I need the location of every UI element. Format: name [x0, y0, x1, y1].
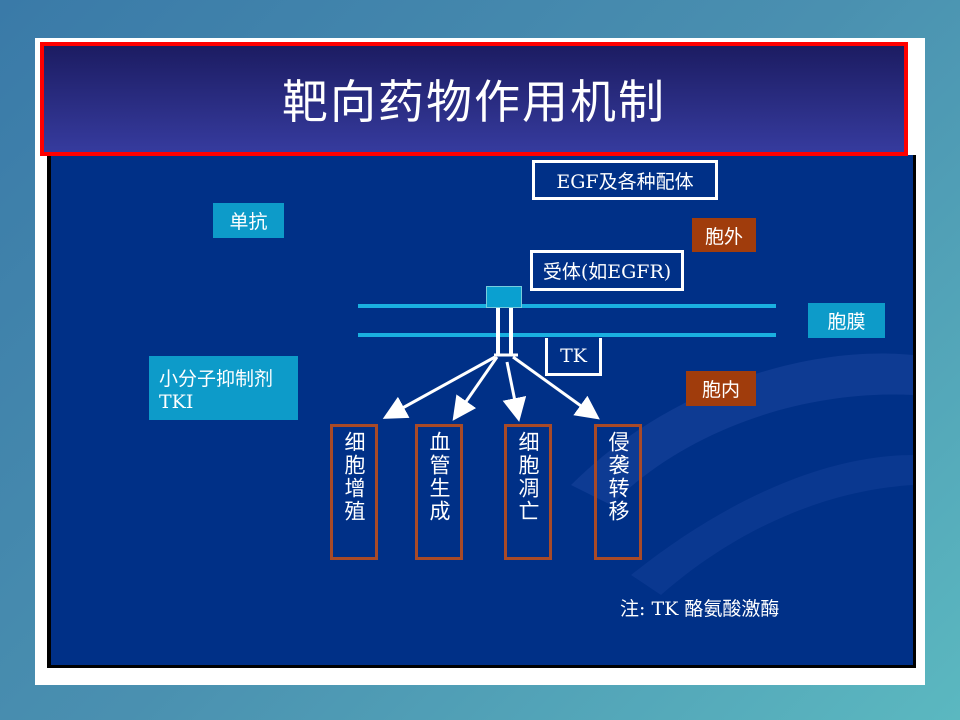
- background-swirl: [571, 353, 913, 595]
- slide-title: 靶向药物作用机制: [40, 42, 908, 156]
- footnote: 注: TK 酪氨酸激酶: [620, 597, 780, 620]
- small-molecule-line1: 小分子抑制剂: [159, 367, 274, 390]
- outcome-invasion: 侵袭转移: [594, 424, 642, 560]
- receptor-stem-left: [496, 308, 500, 356]
- extracellular-label: 胞外: [692, 218, 756, 252]
- receptor-label: 受体(如EGFR): [530, 250, 684, 291]
- outcome-apoptosis: 细胞凋亡: [504, 424, 552, 560]
- small-molecule-line2: TKI: [159, 390, 194, 413]
- antibody-label: 单抗: [213, 203, 284, 238]
- arrow-angiogenesis: [452, 356, 499, 421]
- small-molecule-label: 小分子抑制剂 TKI: [149, 356, 298, 420]
- ligand-label: EGF及各种配体: [532, 160, 718, 200]
- membrane-inner-line: [358, 333, 776, 337]
- outcome-proliferation: 细胞增殖: [330, 424, 378, 560]
- membrane-outer-line: [358, 304, 776, 308]
- receptor-stem-right: [509, 308, 513, 356]
- arrow-invasion: [512, 355, 600, 420]
- intracellular-label: 胞内: [686, 371, 756, 406]
- outcome-angiogenesis: 血管生成: [415, 424, 463, 560]
- receptor-head: [486, 286, 522, 308]
- arrow-apoptosis: [502, 361, 527, 422]
- arrow-proliferation: [382, 355, 496, 419]
- tk-label: TK: [545, 338, 602, 376]
- membrane-label: 胞膜: [808, 303, 885, 338]
